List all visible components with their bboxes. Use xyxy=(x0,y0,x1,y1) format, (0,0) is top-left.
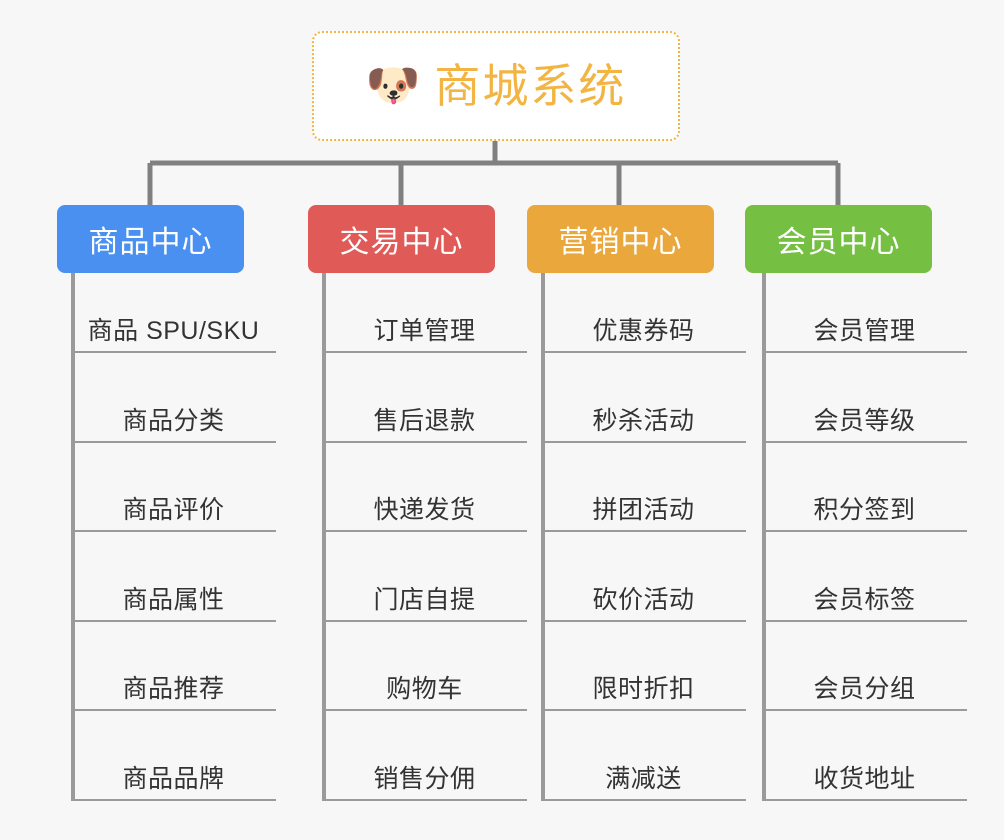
category-label: 商品中心 xyxy=(88,226,213,259)
leaf-item[interactable]: 积分签到 xyxy=(762,476,967,532)
leaf-item[interactable]: 拼团活动 xyxy=(541,476,746,532)
leaf-item[interactable]: 商品评价 xyxy=(71,476,276,532)
leaf-item[interactable]: 商品 SPU/SKU xyxy=(71,297,276,353)
leaf-item[interactable]: 会员等级 xyxy=(762,387,967,443)
leaf-item[interactable]: 限时折扣 xyxy=(541,655,746,711)
leaf-item[interactable]: 会员管理 xyxy=(762,297,967,353)
root-title: 商城系统 xyxy=(434,60,627,112)
category-box-product-center[interactable]: 商品中心 xyxy=(57,205,244,273)
leaf-item[interactable]: 商品推荐 xyxy=(71,655,276,711)
leaf-item[interactable]: 会员标签 xyxy=(762,566,967,622)
category-box-marketing-center[interactable]: 营销中心 xyxy=(527,205,714,273)
leaf-item[interactable]: 购物车 xyxy=(322,655,527,711)
leaf-item[interactable]: 订单管理 xyxy=(322,297,527,353)
leaf-item[interactable]: 砍价活动 xyxy=(541,566,746,622)
category-label: 交易中心 xyxy=(339,226,464,259)
leaf-item[interactable]: 商品属性 xyxy=(71,566,276,622)
leaf-item[interactable]: 商品分类 xyxy=(71,387,276,443)
category-label: 会员中心 xyxy=(776,226,901,259)
leaf-item[interactable]: 售后退款 xyxy=(322,387,527,443)
leaf-item[interactable]: 收货地址 xyxy=(762,745,967,801)
category-box-member-center[interactable]: 会员中心 xyxy=(745,205,932,273)
leaf-item[interactable]: 满减送 xyxy=(541,745,746,801)
leaf-item[interactable]: 商品品牌 xyxy=(71,745,276,801)
dog-face-emoji-icon: 🐶 xyxy=(365,61,421,110)
leaf-item[interactable]: 销售分佣 xyxy=(322,745,527,801)
leaf-item[interactable]: 会员分组 xyxy=(762,655,967,711)
category-label: 营销中心 xyxy=(558,226,683,259)
leaf-item[interactable]: 秒杀活动 xyxy=(541,387,746,443)
root-node[interactable]: 🐶 商城系统 xyxy=(312,31,680,141)
leaf-item[interactable]: 门店自提 xyxy=(322,566,527,622)
category-box-trade-center[interactable]: 交易中心 xyxy=(308,205,495,273)
leaf-item[interactable]: 优惠券码 xyxy=(541,297,746,353)
leaf-item[interactable]: 快递发货 xyxy=(322,476,527,532)
